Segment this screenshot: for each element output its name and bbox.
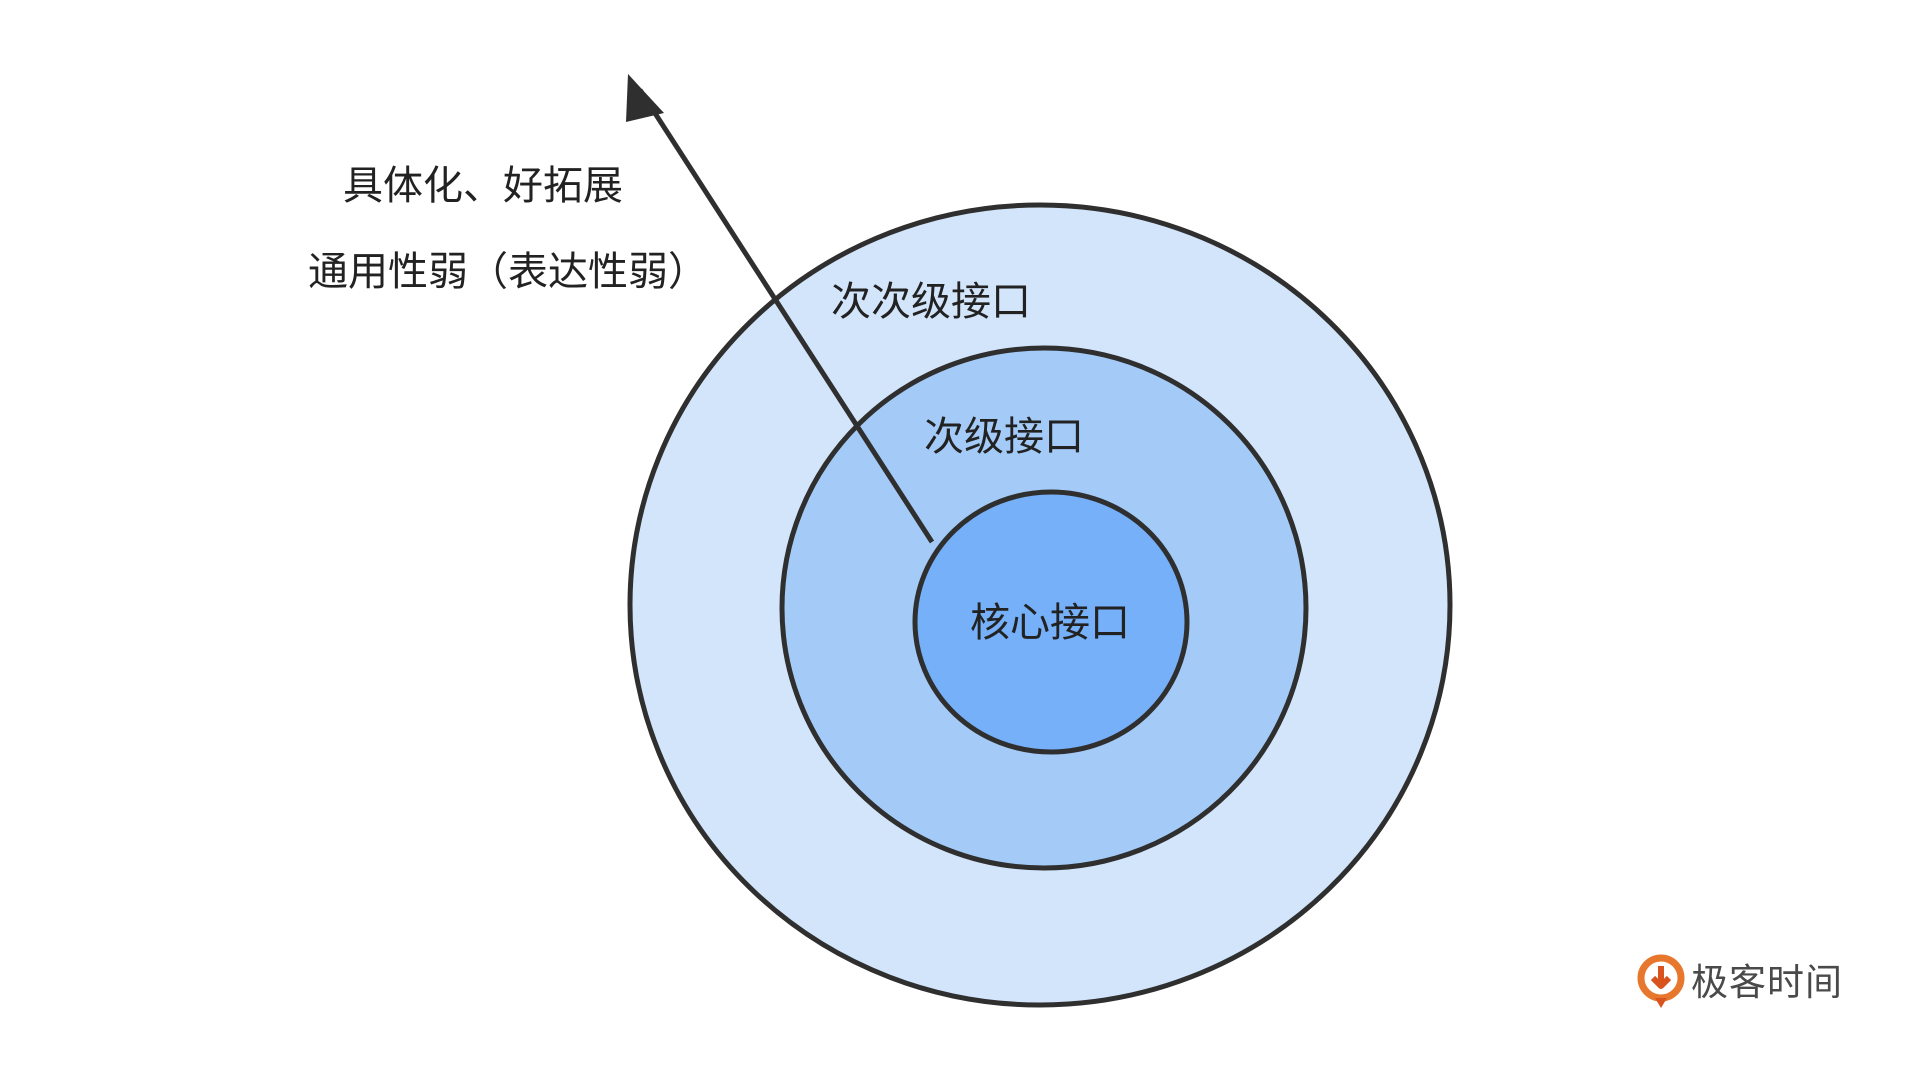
direction-arrow [637, 88, 935, 544]
inner-core-label: 核心接口 [970, 600, 1130, 646]
brand-watermark: 极客时间 [1637, 954, 1843, 1010]
arrow-head [626, 74, 664, 122]
annotation-line-1: 具体化、好拓展 [343, 163, 623, 209]
brand-name: 极客时间 [1691, 960, 1843, 1004]
geektime-logo-icon [1637, 954, 1685, 1008]
middle-ring-label: 次级接口 [924, 414, 1084, 460]
inner-core [912, 489, 1190, 755]
outer-ring-label: 次次级接口 [831, 279, 1031, 325]
annotation-line-2: 通用性弱（表达性弱） [308, 249, 708, 295]
